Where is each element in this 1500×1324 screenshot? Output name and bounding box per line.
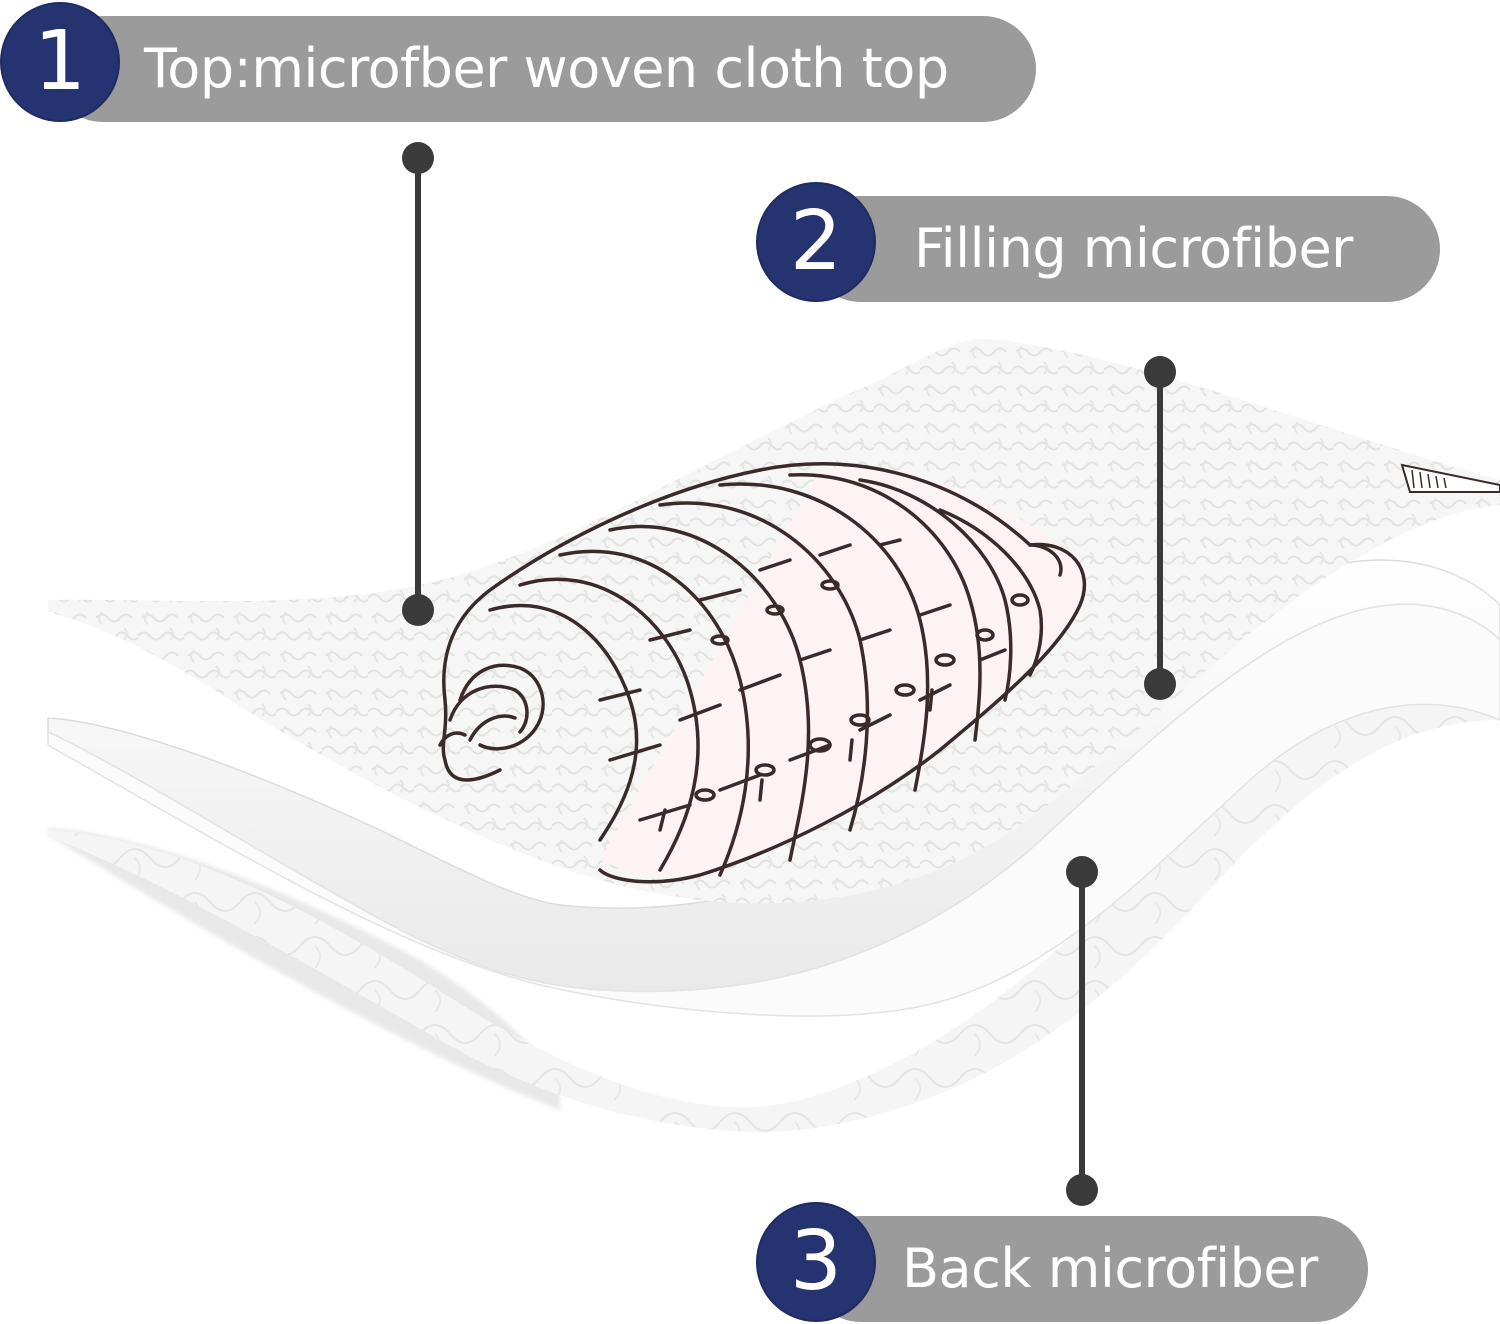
callout-1: 1 Top:microfber woven cloth top xyxy=(2,4,1036,110)
callout-3: 3 Back microfiber xyxy=(758,1204,1370,1310)
callout-2-label: Filling microfiber xyxy=(914,196,1353,302)
callout-2-number-badge: 2 xyxy=(758,184,874,300)
callout-1-number-badge: 1 xyxy=(2,4,118,120)
callout-3-label: Back microfiber xyxy=(902,1216,1318,1322)
callout-1-label: Top:microfber woven cloth top xyxy=(144,16,949,122)
leader-line-top xyxy=(402,142,434,626)
callout-2: 2 Filling microfiber xyxy=(758,184,1442,290)
callout-3-number-badge: 3 xyxy=(758,1204,874,1320)
